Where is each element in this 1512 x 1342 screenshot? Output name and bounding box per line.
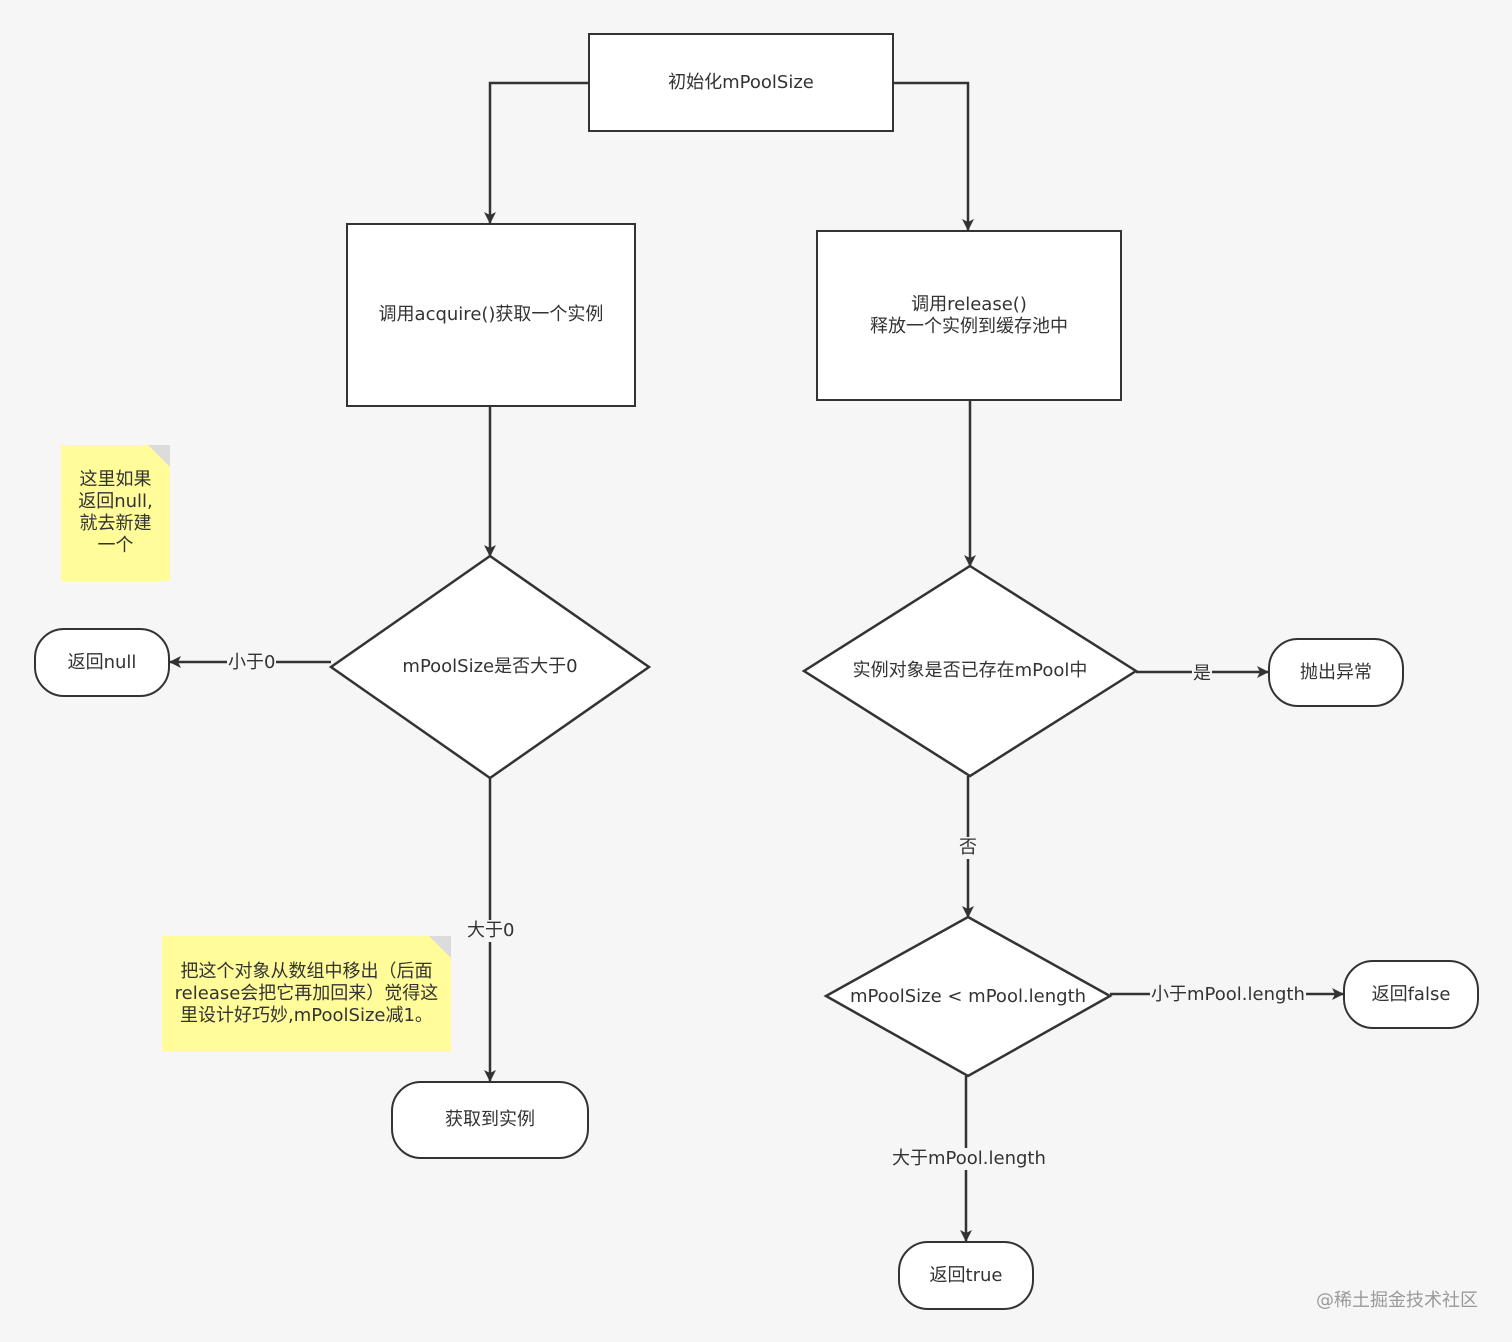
decision-exists-label: 实例对象是否已存在mPool中 [852, 660, 1088, 681]
note-fold-corner [148, 445, 170, 467]
remove-sticky-note: 把这个对象从数组中移出（后面 release会把它再加回来）觉得这 里设计好巧妙… [162, 936, 451, 1052]
edge-label-no: 否 [958, 837, 978, 859]
release-label-line2: 释放一个实例到缓存池中 [870, 315, 1068, 337]
release-box: 调用release() 释放一个实例到缓存池中 [816, 230, 1122, 401]
edge-label-yes: 是 [1192, 663, 1212, 685]
edge-label-less-than-length: 小于mPool.length [1150, 984, 1306, 1006]
init-box: 初始化mPoolSize [588, 33, 894, 132]
null-note-line3: 就去新建 [79, 513, 152, 534]
decision-length-label: mPoolSize < mPool.length [849, 985, 1087, 1007]
decision-length: mPoolSize < mPool.length [826, 917, 1110, 1076]
init-label: 初始化mPoolSize [668, 71, 814, 93]
throw-exception-terminator: 抛出异常 [1268, 638, 1404, 707]
return-null-label: 返回null [67, 651, 137, 673]
edge-label-greater-than-length: 大于mPool.length [891, 1148, 1047, 1170]
remove-note-line2: release会把它再加回来）觉得这 [174, 983, 439, 1004]
return-true-label: 返回true [929, 1264, 1003, 1286]
watermark: @稀土掘金技术社区 [1316, 1290, 1478, 1311]
null-note-line1: 这里如果 [79, 469, 152, 490]
note-fold-corner [429, 936, 451, 958]
return-null-terminator: 返回null [34, 628, 170, 697]
acquire-box: 调用acquire()获取一个实例 [346, 223, 636, 407]
decision-pool-size-label: mPoolSize是否大于0 [402, 656, 578, 677]
edge-label-less-than-zero: 小于0 [227, 652, 277, 674]
release-label-line1: 调用release() [911, 293, 1027, 315]
decision-exists: 实例对象是否已存在mPool中 [804, 566, 1136, 776]
edge-init-to-release [893, 81, 974, 231]
edge-label-greater-than-zero: 大于0 [466, 920, 516, 942]
return-false-terminator: 返回false [1343, 960, 1479, 1029]
acquire-label: 调用acquire()获取一个实例 [378, 304, 604, 325]
decision-length-shape [823, 915, 1113, 1078]
null-sticky-note: 这里如果 返回null, 就去新建 一个 [61, 445, 170, 581]
got-instance-terminator: 获取到实例 [391, 1081, 589, 1159]
got-instance-label: 获取到实例 [445, 1109, 535, 1130]
return-true-terminator: 返回true [898, 1241, 1034, 1310]
null-note-line2: 返回null, [78, 491, 153, 512]
return-false-label: 返回false [1371, 983, 1451, 1005]
null-note-line4: 一个 [97, 535, 134, 556]
decision-pool-size: mPoolSize是否大于0 [331, 556, 649, 778]
remove-note-line1: 把这个对象从数组中移出（后面 [180, 961, 433, 982]
decision-exists-shape [801, 564, 1139, 778]
edge-init-to-acquire [484, 81, 588, 224]
remove-note-line3: 里设计好巧妙,mPoolSize减1。 [180, 1005, 433, 1026]
decision-pool-size-shape [328, 554, 652, 780]
throw-exception-label: 抛出异常 [1300, 661, 1372, 683]
